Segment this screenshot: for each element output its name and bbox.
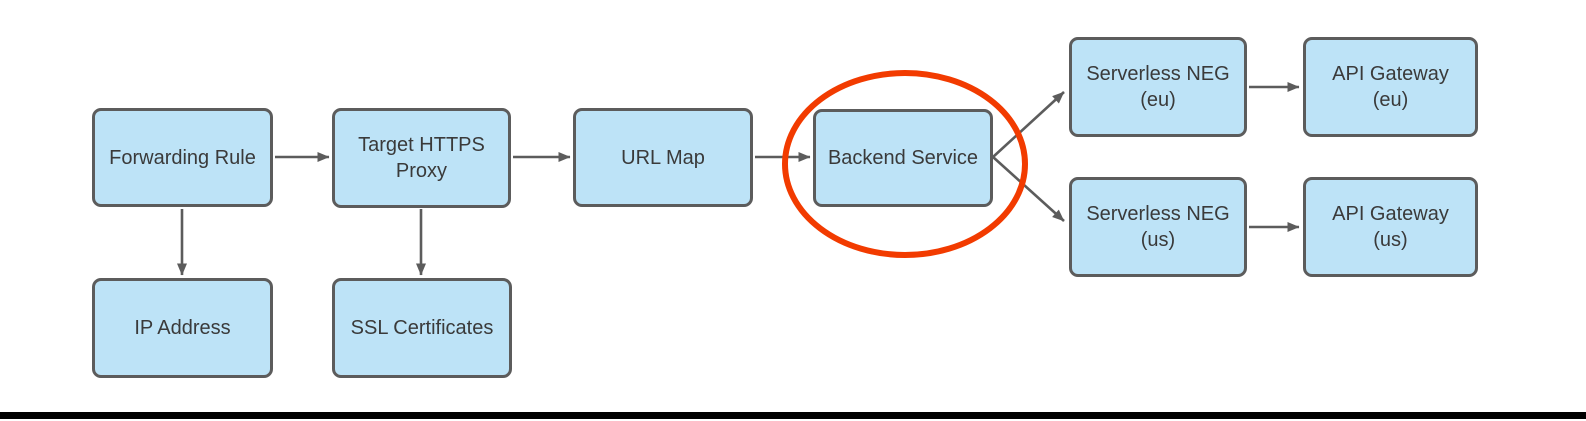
highlight-ellipse (782, 70, 1028, 258)
bottom-bar (0, 412, 1586, 419)
node-ssl-certificates: SSL Certificates (332, 278, 512, 378)
node-target-https-proxy: Target HTTPS Proxy (332, 108, 511, 208)
node-serverless-neg-eu: Serverless NEG (eu) (1069, 37, 1247, 137)
node-backend-service: Backend Service (813, 109, 993, 207)
edge-backend-service-to-serverless-neg-eu (992, 91, 1065, 158)
node-url-map: URL Map (573, 108, 753, 207)
edge-backend-service-to-serverless-neg-us (992, 156, 1065, 222)
node-api-gateway-eu: API Gateway (eu) (1303, 37, 1478, 137)
node-ip-address: IP Address (92, 278, 273, 378)
node-api-gateway-us: API Gateway (us) (1303, 177, 1478, 277)
node-forwarding-rule: Forwarding Rule (92, 108, 273, 207)
node-serverless-neg-us: Serverless NEG (us) (1069, 177, 1247, 277)
